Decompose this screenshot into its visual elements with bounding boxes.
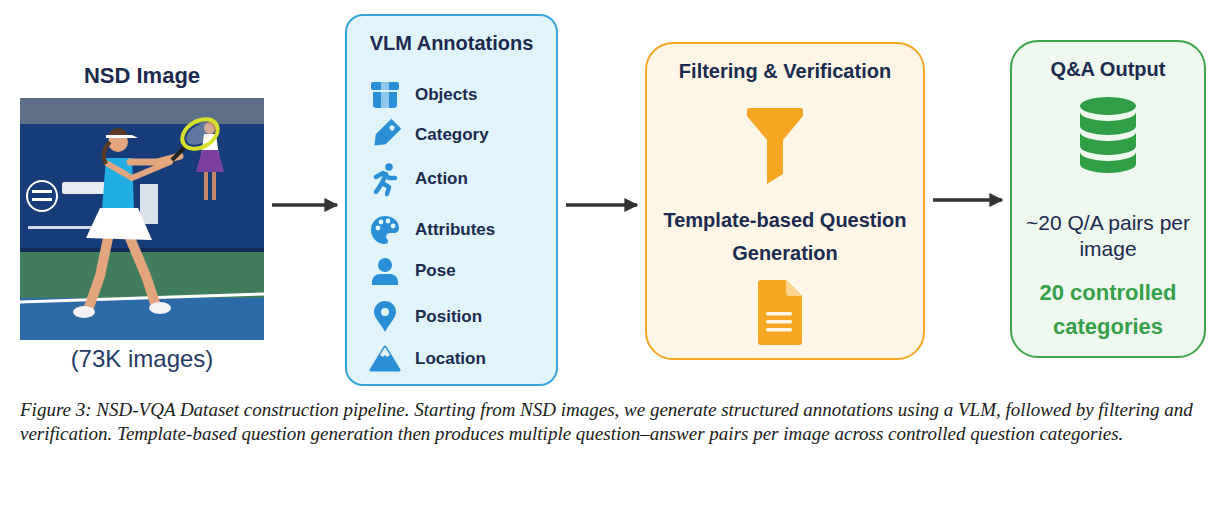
image-count: (73K images) [20,344,264,374]
box-title: VLM Annotations [347,30,556,56]
output-count: ~20 Q/A pairs per image [1026,210,1190,262]
annotation-box: VLM AnnotationsObjectsCategoryActionAttr… [345,14,558,386]
box-title: Q&A Output [1012,56,1204,82]
flow-arrow [933,198,1002,202]
box-title: Filtering & Verification [647,58,923,84]
process-step: Template-based Question Generation [659,204,911,270]
annotation-item: Category [415,124,553,146]
icon-set [347,16,560,388]
process-box: Filtering & VerificationTemplate-based Q… [645,42,925,360]
annotation-item: Objects [415,84,553,106]
image-panel: NSD Image (73K images) [20,62,264,380]
panel-heading: NSD Image [20,62,264,90]
annotation-item: Action [415,168,553,190]
figure-caption: Figure 3: NSD-VQA Dataset construction p… [20,398,1208,446]
annotation-item: Pose [415,260,553,282]
annotation-item: Position [415,306,553,328]
output-box: Q&A Output ~20 Q/A pairs per image 20 cont… [1010,40,1206,358]
output-categories: 20 controlled categories [1024,276,1192,344]
flow-arrow [566,203,637,207]
annotation-item: Attributes [415,219,553,241]
icon-set [647,44,927,362]
flow-arrow [272,203,337,207]
photo-illustration [20,62,264,380]
annotation-item: Location [415,348,553,370]
icon-set [1012,42,1208,360]
